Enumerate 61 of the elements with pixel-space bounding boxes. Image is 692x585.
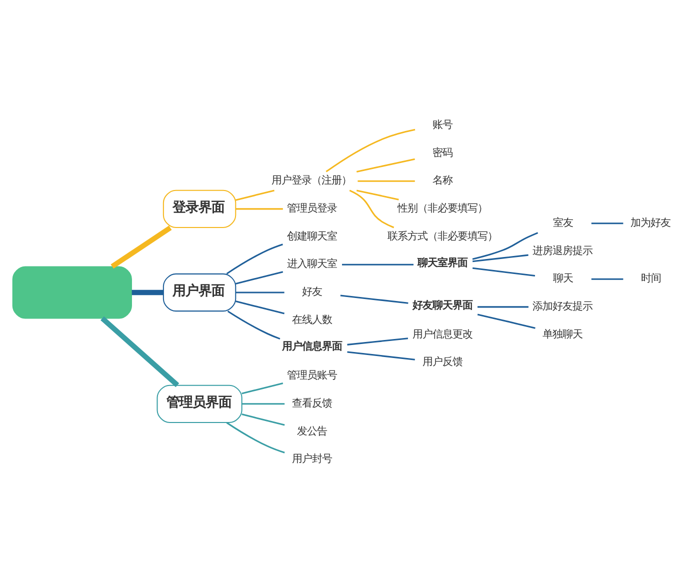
connector [100, 316, 180, 388]
connector [472, 267, 536, 277]
connector [235, 271, 284, 284]
connector [242, 403, 285, 405]
node-text: 单独聊天 [542, 328, 582, 340]
connector [242, 414, 285, 426]
node-text: 用户登录（注册） [272, 174, 352, 187]
connector [358, 180, 415, 182]
node-text: 进房退房提示 [532, 244, 593, 257]
node-text: 性别（非必要填写） [398, 202, 488, 215]
connector [347, 351, 415, 360]
node-text: 进入聊天室 [287, 258, 338, 270]
node-text: 管理员账号 [287, 370, 338, 382]
connector [472, 254, 528, 262]
connector [478, 306, 528, 308]
connector [472, 232, 538, 260]
connector [356, 190, 399, 200]
node-text: 账号 [432, 118, 453, 131]
node-text: 发公告 [297, 425, 328, 438]
node-text: 室友 [552, 216, 573, 229]
connector [342, 264, 414, 266]
connector [340, 294, 408, 304]
connector [477, 314, 536, 329]
node-text: 加为好友 [630, 216, 671, 229]
connector [132, 290, 164, 296]
node-text: 管理员登录 [287, 202, 338, 215]
node-text: 聊天室界面 [418, 257, 468, 270]
node-box: 用户界面 [162, 273, 236, 312]
connector [227, 310, 280, 340]
node-text: 好友聊天界面 [412, 299, 473, 312]
node-text: 密码 [432, 146, 453, 159]
node-text: 创建聊天室 [287, 230, 338, 242]
connector [591, 222, 624, 224]
connector [242, 382, 284, 394]
connector [235, 190, 274, 201]
node-box: 登录界面 [162, 190, 236, 228]
connector [235, 300, 284, 314]
node-text: 联系方式（非必要填写） [387, 230, 498, 242]
node-text: 添加好友提示 [532, 300, 593, 313]
connector [226, 244, 283, 274]
node-text: 用户信息更改 [412, 328, 473, 340]
connector [236, 208, 283, 210]
node-box: 管理员界面 [156, 384, 242, 423]
connector [356, 158, 415, 172]
connector [347, 338, 408, 346]
connector [236, 292, 284, 294]
node-text: 用户信息界面 [282, 340, 342, 353]
node-text: 在线人数 [292, 314, 332, 326]
node-text: 时间 [640, 272, 661, 285]
connector [326, 128, 416, 172]
node-box [12, 266, 132, 319]
connector [226, 422, 285, 454]
node-text: 名称 [432, 174, 453, 187]
connector [110, 226, 172, 269]
node-text: 聊天 [552, 272, 573, 285]
connector [591, 278, 624, 280]
connector [349, 190, 394, 228]
node-text: 好友 [302, 286, 322, 298]
node-text: 用户反馈 [422, 356, 462, 368]
node-text: 用户封号 [292, 453, 332, 466]
node-text: 查看反馈 [292, 397, 332, 410]
